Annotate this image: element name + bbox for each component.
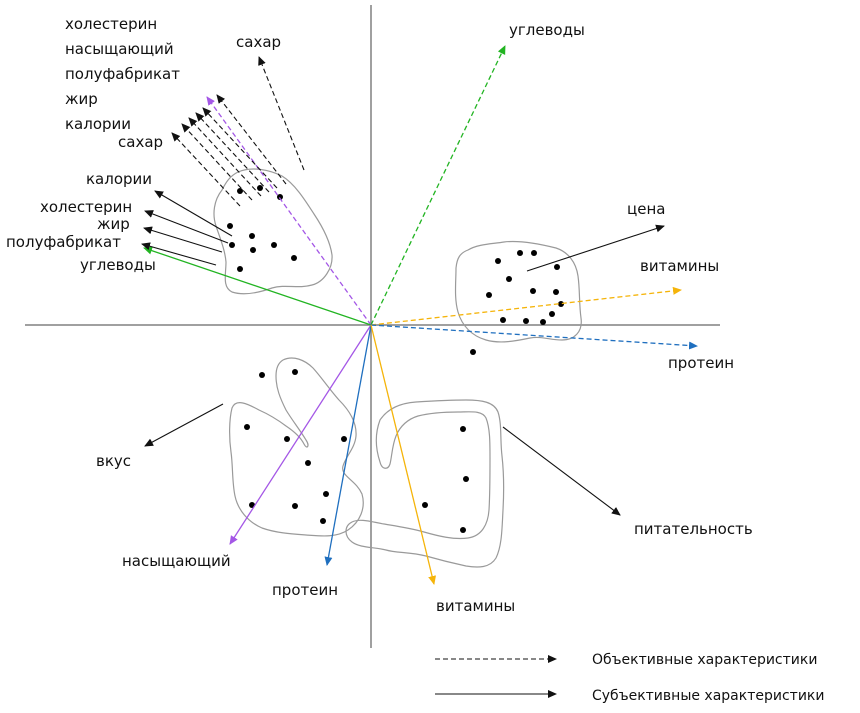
data-point <box>244 424 250 430</box>
cluster-bottom-left <box>229 357 364 537</box>
label-taste: вкус <box>96 452 131 470</box>
data-point <box>540 319 546 325</box>
legend-objective-label: Объективные характеристики <box>592 652 817 668</box>
vitamins-subjective-arrow <box>370 324 436 585</box>
label-price: цена <box>627 200 665 218</box>
label-semi-finished: полуфабрикат <box>6 233 121 251</box>
data-point <box>284 436 290 442</box>
cholesterol-solid-arrow <box>144 210 229 244</box>
carbs-objective-arrow <box>370 45 506 326</box>
cholesterol-dashed-arrow <box>216 94 287 185</box>
data-point <box>250 247 256 253</box>
cluster-bottom-right-points <box>422 426 469 533</box>
label-vitamins-subjective: витамины <box>436 597 515 615</box>
data-point <box>460 527 466 533</box>
data-point <box>553 289 559 295</box>
label-protein-objective: протеин <box>668 354 734 372</box>
vitamins-objective-arrow <box>370 286 682 326</box>
data-point <box>470 349 476 355</box>
data-point <box>463 476 469 482</box>
data-point <box>531 250 537 256</box>
data-point <box>305 460 311 466</box>
satiating-subjective-arrow <box>229 324 372 545</box>
taste-arrow <box>144 403 224 447</box>
data-point <box>292 503 298 509</box>
data-point <box>460 426 466 432</box>
data-point <box>506 276 512 282</box>
data-point <box>558 301 564 307</box>
sugar-top-dashed-arrow <box>258 56 305 171</box>
label-semi-finished-top: полуфабрикат <box>65 65 180 83</box>
data-point <box>320 518 326 524</box>
semi-finished-solid-arrow <box>141 242 217 266</box>
nutrition-arrow <box>502 426 621 516</box>
data-point <box>249 233 255 239</box>
legend: Объективные характеристики Субъективные … <box>435 652 824 704</box>
label-cholesterol: холестерин <box>40 198 132 216</box>
label-cholesterol-top: холестерин <box>65 15 157 33</box>
cluster-bottom-left-points <box>244 369 347 524</box>
data-point <box>422 502 428 508</box>
protein-objective-arrow <box>370 324 698 350</box>
cluster-top-left <box>213 168 333 295</box>
data-point <box>259 372 265 378</box>
data-point <box>277 194 283 200</box>
data-point <box>523 318 529 324</box>
data-point <box>495 258 501 264</box>
data-point <box>227 223 233 229</box>
price-arrow <box>526 224 665 272</box>
data-point <box>292 369 298 375</box>
data-point <box>486 292 492 298</box>
data-point <box>517 250 523 256</box>
fat-solid-arrow <box>143 226 223 253</box>
protein-subjective-arrow <box>324 324 372 566</box>
data-point <box>237 188 243 194</box>
label-saturating-top: насыщающий <box>65 40 174 58</box>
cluster-top-left-points <box>227 185 297 272</box>
cluster-top-right-points <box>470 250 564 355</box>
label-sugar-subjective: сахар <box>118 133 163 151</box>
data-point <box>554 264 560 270</box>
label-vitamins-objective: витамины <box>640 257 719 275</box>
saturating-dashed-arrow <box>202 107 278 189</box>
calories-dashed-arrow <box>181 123 253 201</box>
data-point <box>257 185 263 191</box>
carbs-subjective-arrow <box>143 246 372 326</box>
calories-solid-arrow <box>154 190 233 237</box>
legend-subjective-label: Субъективные характеристики <box>592 688 824 704</box>
label-calories: калории <box>86 170 152 188</box>
data-point <box>237 266 243 272</box>
data-point <box>500 317 506 323</box>
label-sugar-objective: сахар <box>236 33 281 51</box>
label-satiating: насыщающий <box>122 552 231 570</box>
data-point <box>271 242 277 248</box>
label-carbs-objective: углеводы <box>509 21 585 39</box>
label-protein-subjective: протеин <box>272 581 338 599</box>
data-point <box>229 242 235 248</box>
cluster-top-right <box>454 240 582 343</box>
label-calories-top: калории <box>65 115 131 133</box>
data-point <box>341 436 347 442</box>
sugar-objective-arrow <box>206 96 372 326</box>
data-point <box>549 311 555 317</box>
data-point <box>530 288 536 294</box>
data-point <box>323 491 329 497</box>
data-point <box>291 255 297 261</box>
semi-finished-dashed-arrow <box>195 112 270 193</box>
label-fat-top: жир <box>65 90 98 108</box>
label-carbs-subjective: углеводы <box>80 256 156 274</box>
cluster-bottom-right <box>345 399 505 568</box>
label-fat: жир <box>97 215 130 233</box>
fat-dashed-arrow <box>188 117 262 197</box>
sugar-dashed-arrow <box>171 132 241 207</box>
label-nutrition: питательность <box>634 520 753 538</box>
